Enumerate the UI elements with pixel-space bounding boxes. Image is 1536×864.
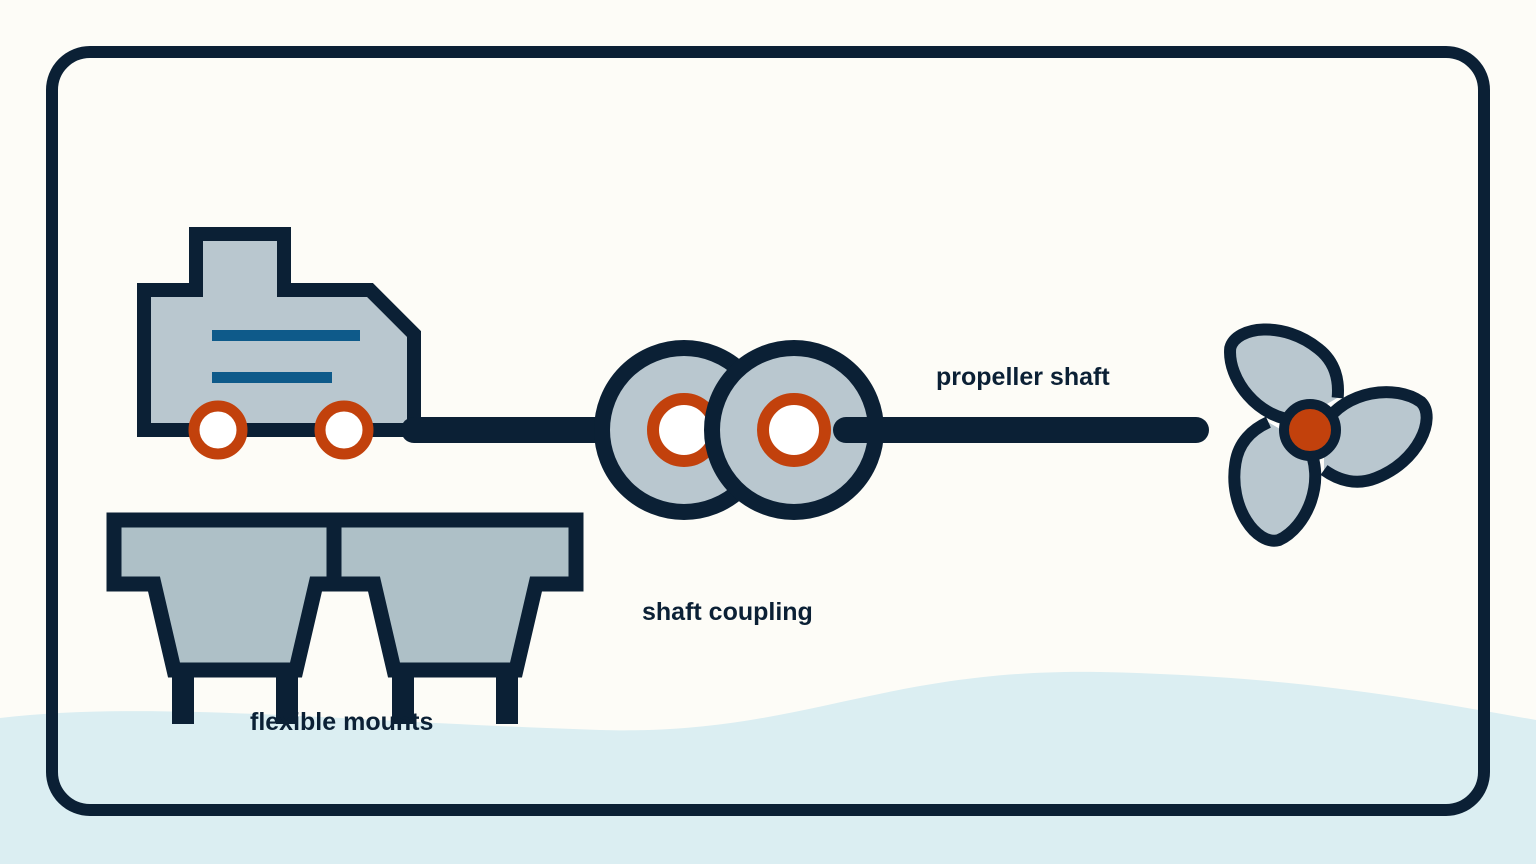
diagram-frame (46, 46, 1490, 816)
flexible-mount-icon (326, 512, 584, 724)
engine-icon (137, 227, 421, 460)
water-wave (0, 671, 1536, 864)
engine-bolt (314, 400, 374, 460)
label-flexible-mounts: flexible mounts (250, 708, 433, 736)
label-propeller-shaft: propeller shaft (936, 363, 1110, 391)
propeller-icon (1224, 323, 1433, 547)
propeller-hub (1279, 399, 1341, 461)
flexible-mount-icon (106, 512, 342, 724)
engine-stripe (212, 330, 360, 341)
label-shaft-coupling: shaft coupling (642, 598, 813, 626)
engine-stripe (212, 372, 332, 383)
engine-bolt (188, 400, 248, 460)
